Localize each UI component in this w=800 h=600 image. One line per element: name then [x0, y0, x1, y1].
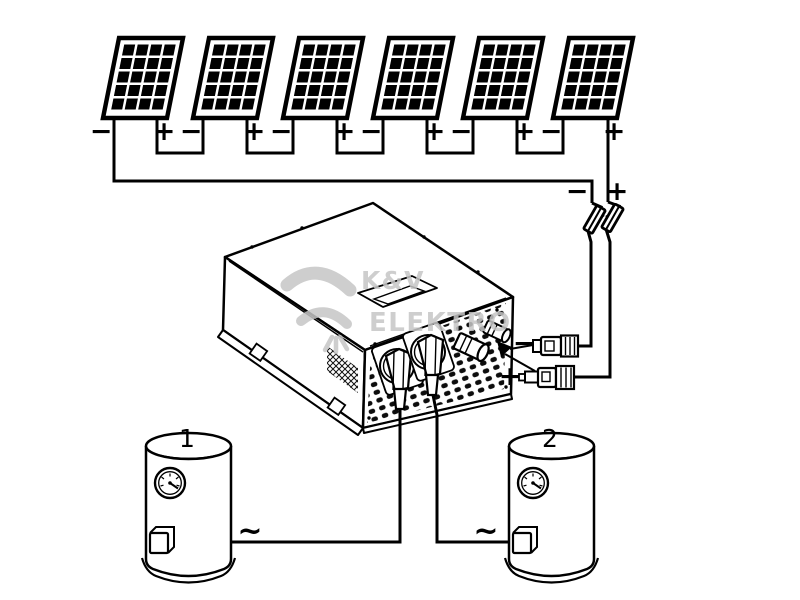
series-link-1 — [155, 118, 205, 155]
panel-6-positive-label: + — [603, 116, 626, 147]
fuse-link-dot — [601, 214, 605, 217]
pv-string-wiring — [112, 118, 622, 379]
display-window — [371, 285, 427, 305]
fuse-negative-element — [587, 207, 602, 232]
panel-2-negative-label: − — [180, 116, 203, 147]
solar-panel-6: − + — [540, 38, 633, 147]
ac-plug-2 — [416, 333, 445, 397]
series-link-5 — [515, 118, 565, 155]
panel-5-positive-label: + — [513, 116, 536, 147]
inverter — [217, 201, 536, 436]
panel-3-positive-label: + — [333, 116, 356, 147]
watermark: K&V ELEKTRO — [280, 266, 512, 355]
string-negative-label: − — [566, 176, 589, 207]
watermark-logo-swoosh — [280, 266, 357, 297]
watermark-logo-swoosh-small — [296, 307, 352, 329]
watermark-text-line2: ELEKTRO — [369, 308, 512, 338]
panel-5-negative-label: − — [450, 116, 473, 147]
ac-symbol-2: ~ — [473, 514, 498, 549]
panel-1-negative-label: − — [90, 116, 113, 147]
panel-2-positive-label: + — [243, 116, 266, 147]
ac-cable-1 — [232, 409, 402, 544]
flange-notch — [248, 342, 269, 363]
screws — [250, 226, 508, 420]
panel-6-negative-label: − — [540, 116, 563, 147]
mc4-negative-label: − — [513, 328, 536, 359]
series-link-4 — [425, 118, 475, 155]
tank-1-number: 1 — [179, 424, 195, 453]
string-positive-label: + — [606, 176, 629, 207]
ac-plug-1 — [384, 347, 413, 411]
solar-panel-5: − + — [450, 38, 543, 147]
arrowhead-icon — [497, 341, 512, 357]
ac-symbol-1: ~ — [237, 514, 262, 549]
ac-cable-2 — [431, 394, 509, 544]
fuse-link-dot — [605, 215, 609, 218]
series-link-3 — [335, 118, 385, 155]
dc-input-connector-lower — [452, 332, 490, 363]
fuse-positive-element — [605, 206, 620, 230]
solar-panel-2: − + — [180, 38, 273, 147]
water-heater-tank-2: 2 — [503, 424, 600, 584]
panel-1-positive-label: + — [153, 116, 176, 147]
panel-4-negative-label: − — [360, 116, 383, 147]
panel-4-positive-label: + — [423, 116, 446, 147]
water-heater-tank-1: 1 — [140, 424, 237, 584]
tank-2-number: 2 — [542, 424, 558, 453]
series-link-2 — [245, 118, 295, 155]
solar-panel-3: − + — [270, 38, 363, 147]
mc4-positive-label: + — [499, 361, 522, 392]
display-plate — [357, 275, 438, 308]
mc4-connector-positive: + — [499, 361, 576, 392]
dc-input-connector-upper — [482, 319, 512, 344]
solar-panel-1: − + — [90, 38, 183, 147]
negative-bus-wire — [112, 118, 594, 203]
solar-panel-4: − + — [360, 38, 453, 147]
vent-grille-side — [327, 346, 358, 393]
dc-string-protection: − + — [566, 176, 629, 235]
solar-array: − + − + − + − + − + − + — [90, 38, 633, 147]
panel-3-negative-label: − — [270, 116, 293, 147]
mc4-connector-negative: − — [513, 328, 580, 359]
plug-in-leader-arrow — [497, 341, 536, 372]
watermark-logo-burst — [322, 334, 350, 355]
flange-notch — [326, 396, 347, 417]
watermark-text-line1: K&V — [361, 266, 425, 295]
